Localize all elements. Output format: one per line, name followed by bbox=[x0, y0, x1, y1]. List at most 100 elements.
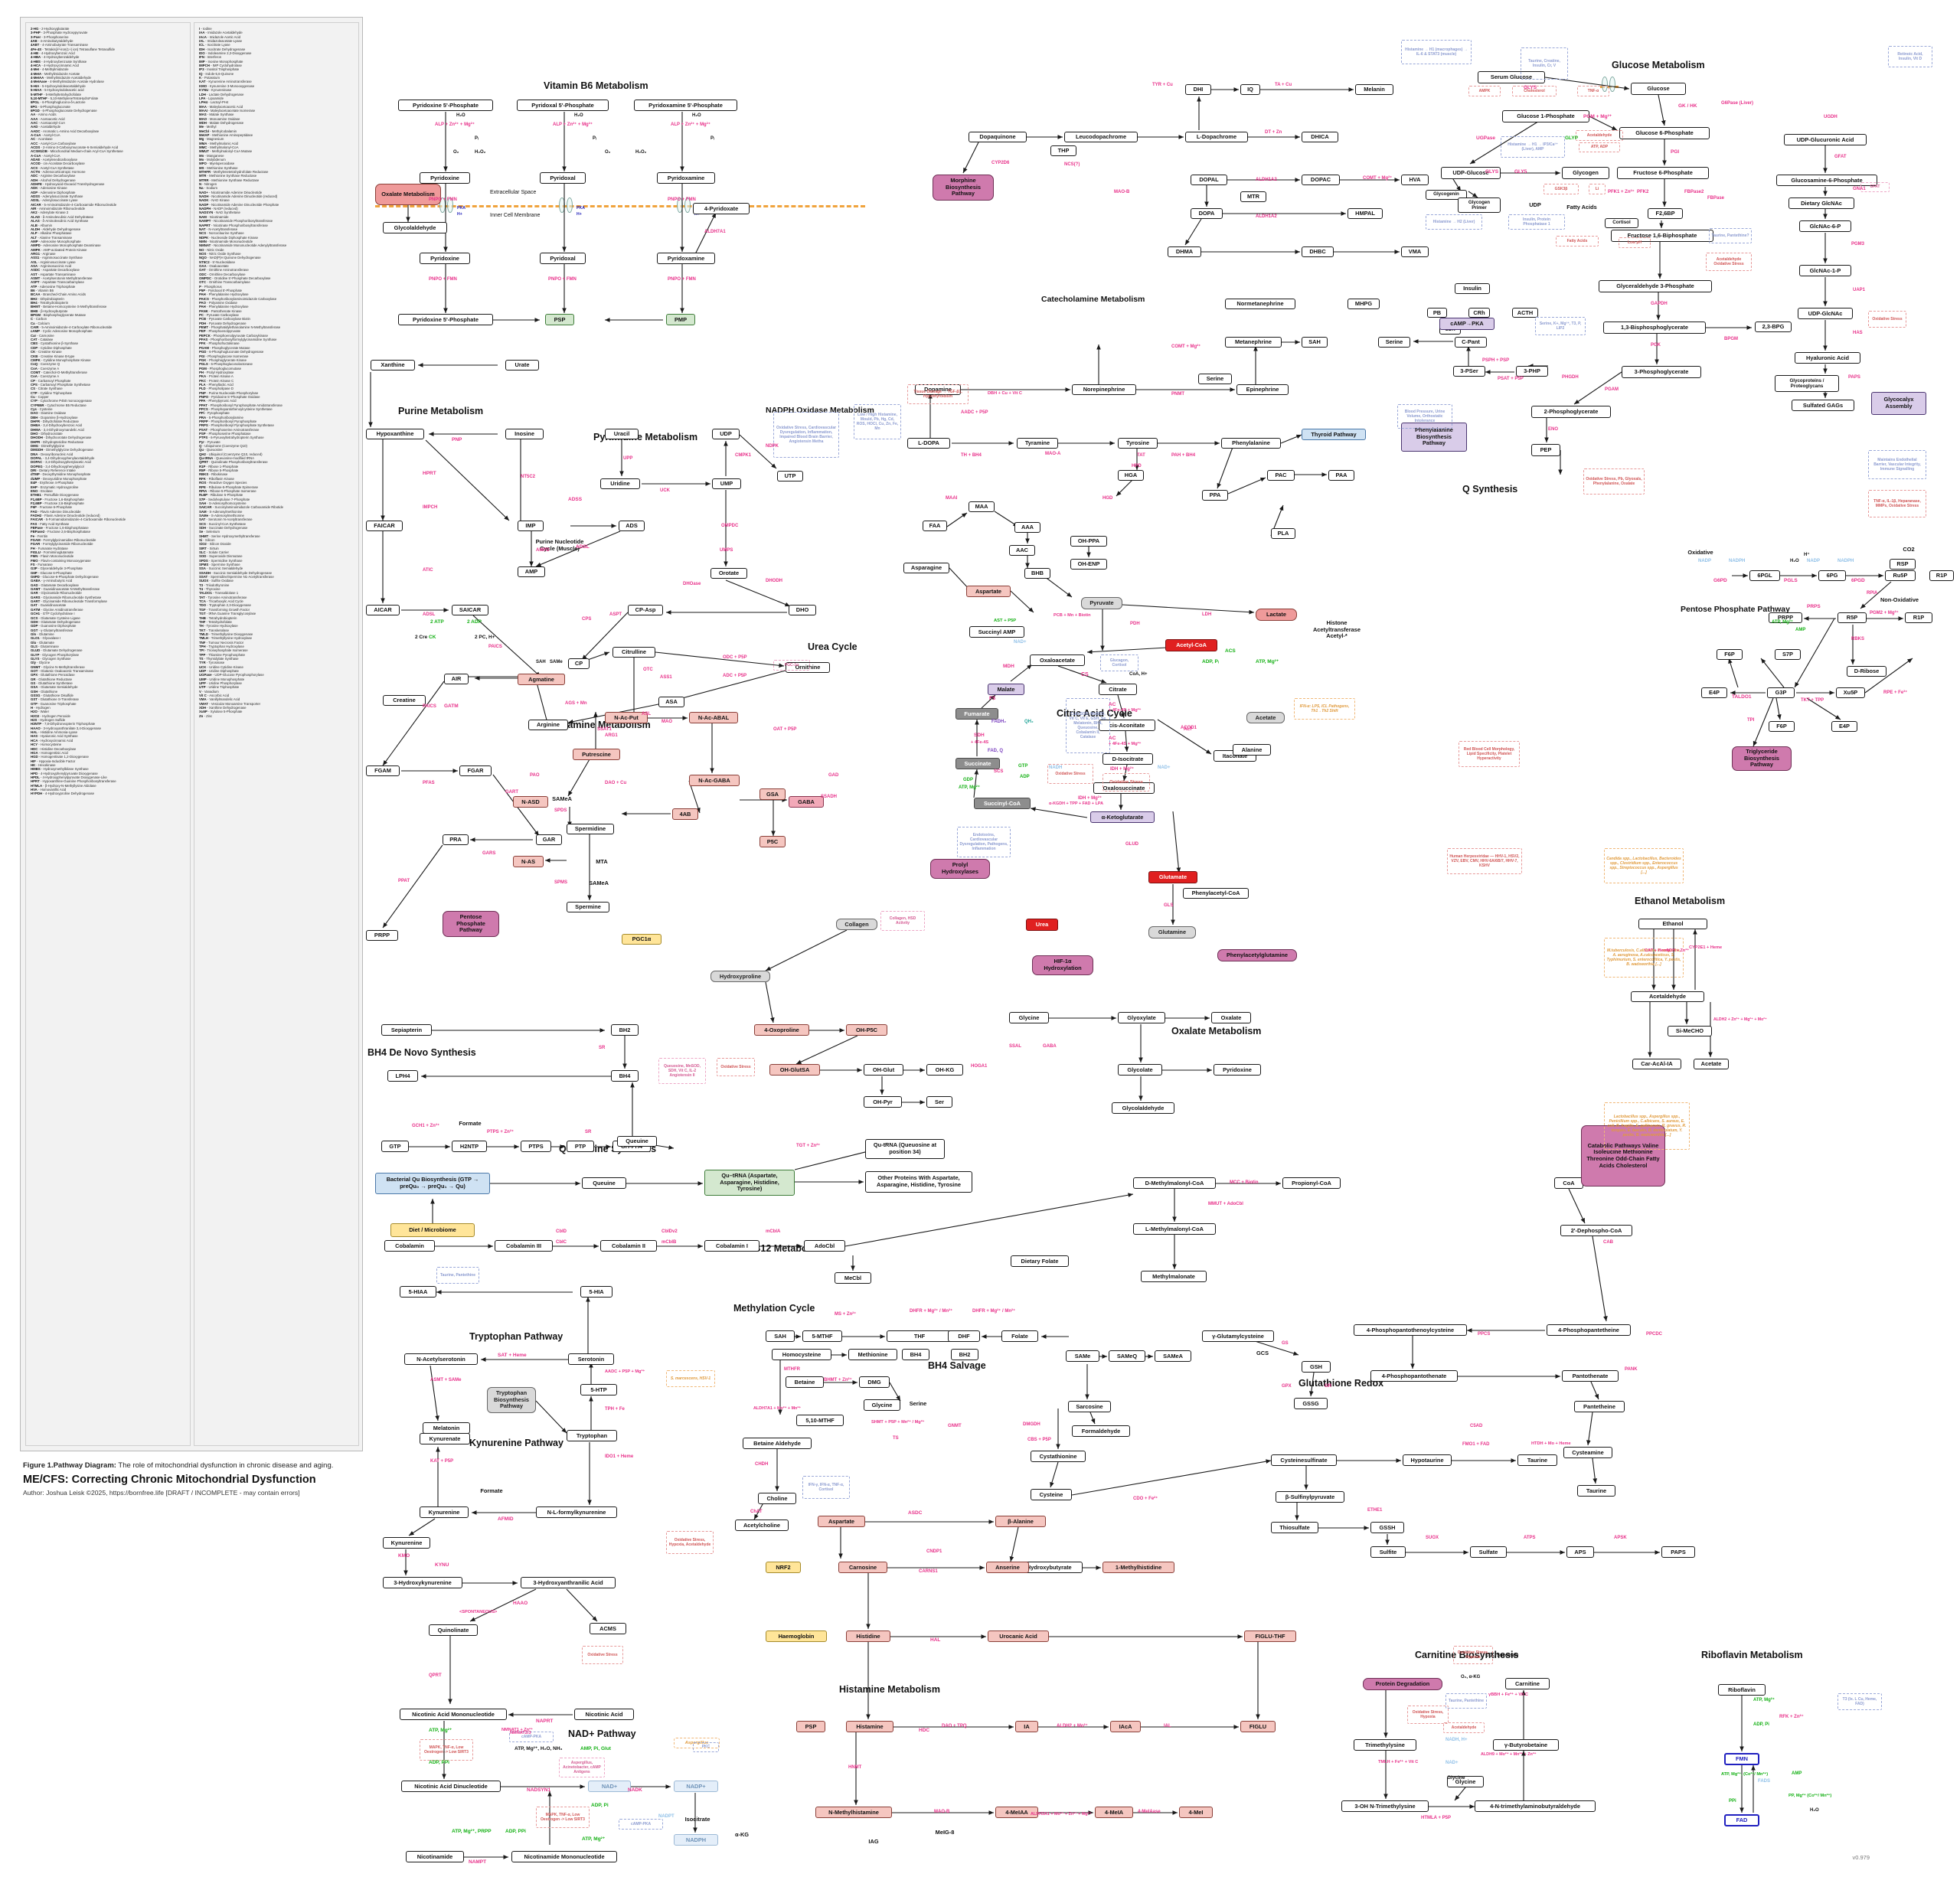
abbreviation-entry: PPAT - Phosphoribosyl Pyrophosphate Amid… bbox=[199, 403, 283, 407]
abbreviation-entry: CTP - Cytidine Triphosphate bbox=[31, 390, 73, 395]
metabolite-node: GABA bbox=[789, 796, 824, 808]
abbreviation-entry: SAT - Serotonin N-Acetyltransferase bbox=[199, 517, 253, 522]
enzyme-label: HAS bbox=[1853, 331, 1863, 335]
metabolite-node: UDP bbox=[1529, 201, 1541, 208]
metabolite-node: Lactate bbox=[1256, 609, 1297, 621]
metabolite-node: CoA bbox=[1554, 1177, 1583, 1189]
abbreviation-entry: QPRT - Quinolinate Phosphoribosyltransfe… bbox=[199, 460, 268, 465]
annotation-callout: Red Blood Cell Morphology, Lipid Specifi… bbox=[1459, 741, 1520, 767]
abbreviation-entry: NAD+ - Nicotinamide Adenine Dinucleotide bbox=[199, 190, 263, 194]
abbreviation-entry: AMPD - Adenosine Monophosphate Deaminase bbox=[31, 243, 101, 248]
enzyme-label: PNP bbox=[452, 437, 462, 442]
metabolite-node: Sulfite bbox=[1370, 1546, 1406, 1558]
abbreviation-entry: PNP - Purine Nucleoside Phosphorylase bbox=[199, 390, 259, 395]
version-label: v0.979 bbox=[1852, 1854, 1870, 1861]
enzyme-label: GPX bbox=[1282, 1384, 1292, 1389]
metabolite-node: 4-MeIA bbox=[1095, 1807, 1133, 1818]
metabolite-node: SAMeA bbox=[1155, 1350, 1191, 1362]
enzyme-label: ENO bbox=[1548, 427, 1559, 432]
enzyme-label: AST + P5P bbox=[994, 619, 1017, 623]
annotation-callout: Insulin, Protein Phosphatase 1 bbox=[1508, 214, 1565, 230]
abbreviation-entry: 4-HB - 4-Hydroxybenzoic Acid bbox=[31, 51, 75, 56]
membrane-pore bbox=[684, 197, 691, 213]
metabolite-node: Hydroxyproline bbox=[710, 971, 770, 982]
abbreviation-entry: ADHFE - Hydroxyacid-Oxoacid Transhydroge… bbox=[31, 182, 105, 187]
metabolite-node: Xu5P bbox=[1836, 687, 1865, 698]
metabolite-node: APS bbox=[1566, 1546, 1594, 1558]
abbreviation-entry: IFN - Interferon bbox=[199, 55, 222, 60]
metabolite-node: E4P bbox=[1701, 687, 1727, 698]
metabolite-node: C-Pant bbox=[1455, 337, 1487, 348]
metabolite-node: 3-Hydroxyanthranilic Acid bbox=[521, 1577, 616, 1588]
abbreviation-entry: TYR - Tyrosinase bbox=[199, 661, 225, 665]
abbreviation-entry: PEPCK - Phosphoenolpyruvate Carboxykinas… bbox=[199, 333, 268, 338]
abbreviation-entry: DOPEG - 3,4-Dihydroxyphenylglycol bbox=[31, 464, 84, 468]
metabolite-node: OH-P5C bbox=[846, 1024, 887, 1036]
metabolite-node: Arginine bbox=[528, 720, 568, 730]
enzyme-label: PANK bbox=[1625, 1367, 1638, 1372]
abbreviation-entry: UTP - Uridine Triphosphate bbox=[199, 685, 240, 690]
abbreviation-entry: Ca - Calcium bbox=[31, 321, 50, 325]
metabolite-node: G3P bbox=[1767, 687, 1795, 698]
enzyme-label: NDPK bbox=[766, 444, 779, 449]
abbreviation-entry: CDP - Cytidine Diphosphate bbox=[31, 345, 72, 350]
abbreviation-entry: IAL - Imidazoleacetate-Lyase bbox=[199, 39, 243, 44]
metabolite-node: PAPS bbox=[1661, 1546, 1695, 1558]
metabolite-node: D-Methylmalonyl-CoA bbox=[1133, 1177, 1216, 1189]
abbreviation-entry: AC - Aconitase bbox=[31, 137, 53, 142]
metabolite-node: PSP bbox=[796, 1721, 825, 1732]
abbreviation-entry: Cu - Copper bbox=[31, 394, 49, 399]
enzyme-label: KMO bbox=[398, 1553, 410, 1559]
metabolite-node: CRh bbox=[1468, 308, 1490, 318]
abbreviation-entry: ACC - Acetyl-CoA Carboxylase bbox=[31, 141, 77, 145]
metabolite-node: Glutamine bbox=[1148, 926, 1196, 938]
cofactor-label: Pᵢ bbox=[475, 136, 479, 141]
metabolite-node: Pantothenate bbox=[1562, 1370, 1619, 1382]
metabolite-node: DHMA bbox=[1168, 246, 1201, 257]
abbreviation-entry: 3-Pser - 3-Phosphoserine bbox=[31, 34, 69, 39]
abbreviation-entry: TPP - Thiamine Pyrophosphate bbox=[199, 652, 245, 657]
enzyme-label: PGM + Mg²⁺ bbox=[1583, 114, 1612, 119]
abbreviation-entry: PGM - Phosphoglucomutase bbox=[199, 366, 242, 370]
abbreviation-entry: MAO - Monoamine Oxidase bbox=[199, 116, 240, 121]
metabolite-node: α-KG bbox=[734, 1831, 750, 1838]
metabolite-node: PRPP bbox=[366, 930, 398, 941]
abbreviation-entry: SLC - Solute Carrier bbox=[199, 550, 229, 554]
cofactor-label: ATP, Mg²⁺ bbox=[959, 785, 980, 790]
cofactor-label: H⁺ bbox=[1804, 553, 1810, 557]
cofactor-label: ADP, Pi bbox=[1753, 1722, 1769, 1727]
abbreviation-entry: SIRT - Sirtuin bbox=[199, 546, 219, 550]
abbreviation-entry: OAA - Oxaloacetate bbox=[199, 263, 229, 268]
metabolite-node: Histamine bbox=[846, 1721, 893, 1732]
abbreviation-entry: ALT - Alanine Transaminase bbox=[31, 235, 73, 240]
metabolite-node: OH-Glut bbox=[864, 1064, 903, 1076]
enzyme-label: DMGDH bbox=[1023, 1422, 1040, 1427]
enzyme-label: AC bbox=[1109, 702, 1116, 707]
abbreviation-entry: VMAT - Vesicular Monoamine Transporter bbox=[199, 701, 261, 706]
metabolite-node: PGC1α bbox=[622, 934, 662, 945]
abbreviation-entry: Xu5P - Xylulose 5-Phosphate bbox=[199, 710, 243, 714]
abbreviation-entry: Se - Selenium bbox=[199, 530, 220, 534]
abbreviation-entry: PAH - Phenylalanine Hydroxylase bbox=[199, 305, 249, 309]
abbreviation-entry: F2,6BP - Fructose 2,6-Bisphosphate bbox=[31, 501, 84, 505]
cofactor-label: ADP, Pᵢ bbox=[1202, 659, 1219, 664]
section-title-citric-acid-cycle: Citric Acid Cycle bbox=[1057, 708, 1132, 719]
enzyme-label: PNPO + FMN bbox=[668, 277, 696, 282]
abbreviation-entry: UDP - Uridine Diphosphate bbox=[199, 668, 239, 673]
annotation-callout: Oxidative Stress bbox=[1868, 311, 1906, 328]
abbreviation-entry: HPD - 4-Hydroxyphenylpyruvate Dioxygenas… bbox=[31, 771, 98, 775]
metabolite-node: RSP bbox=[1890, 559, 1916, 570]
enzyme-label: IDO1 + Heme bbox=[605, 1454, 634, 1459]
abbreviation-entry: PFK - Phosphofructokinase bbox=[199, 341, 240, 346]
abbreviation-entry: Car - Carnosine bbox=[31, 333, 54, 338]
abbreviation-entry: LPH4 - Lactoyl-PH4 bbox=[199, 100, 229, 105]
enzyme-label: ASS1 bbox=[660, 675, 672, 680]
abbreviation-entry: IP3 - Inositol Trisphosphate bbox=[199, 67, 240, 72]
cofactor-label: ATP, Mg²⁺ bbox=[1772, 620, 1793, 625]
enzyme-label: PDH bbox=[1130, 622, 1140, 626]
enzyme-label: UCK bbox=[660, 488, 670, 493]
metabolite-node: F6P bbox=[1769, 721, 1795, 732]
enzyme-label: SPDS bbox=[554, 808, 567, 813]
